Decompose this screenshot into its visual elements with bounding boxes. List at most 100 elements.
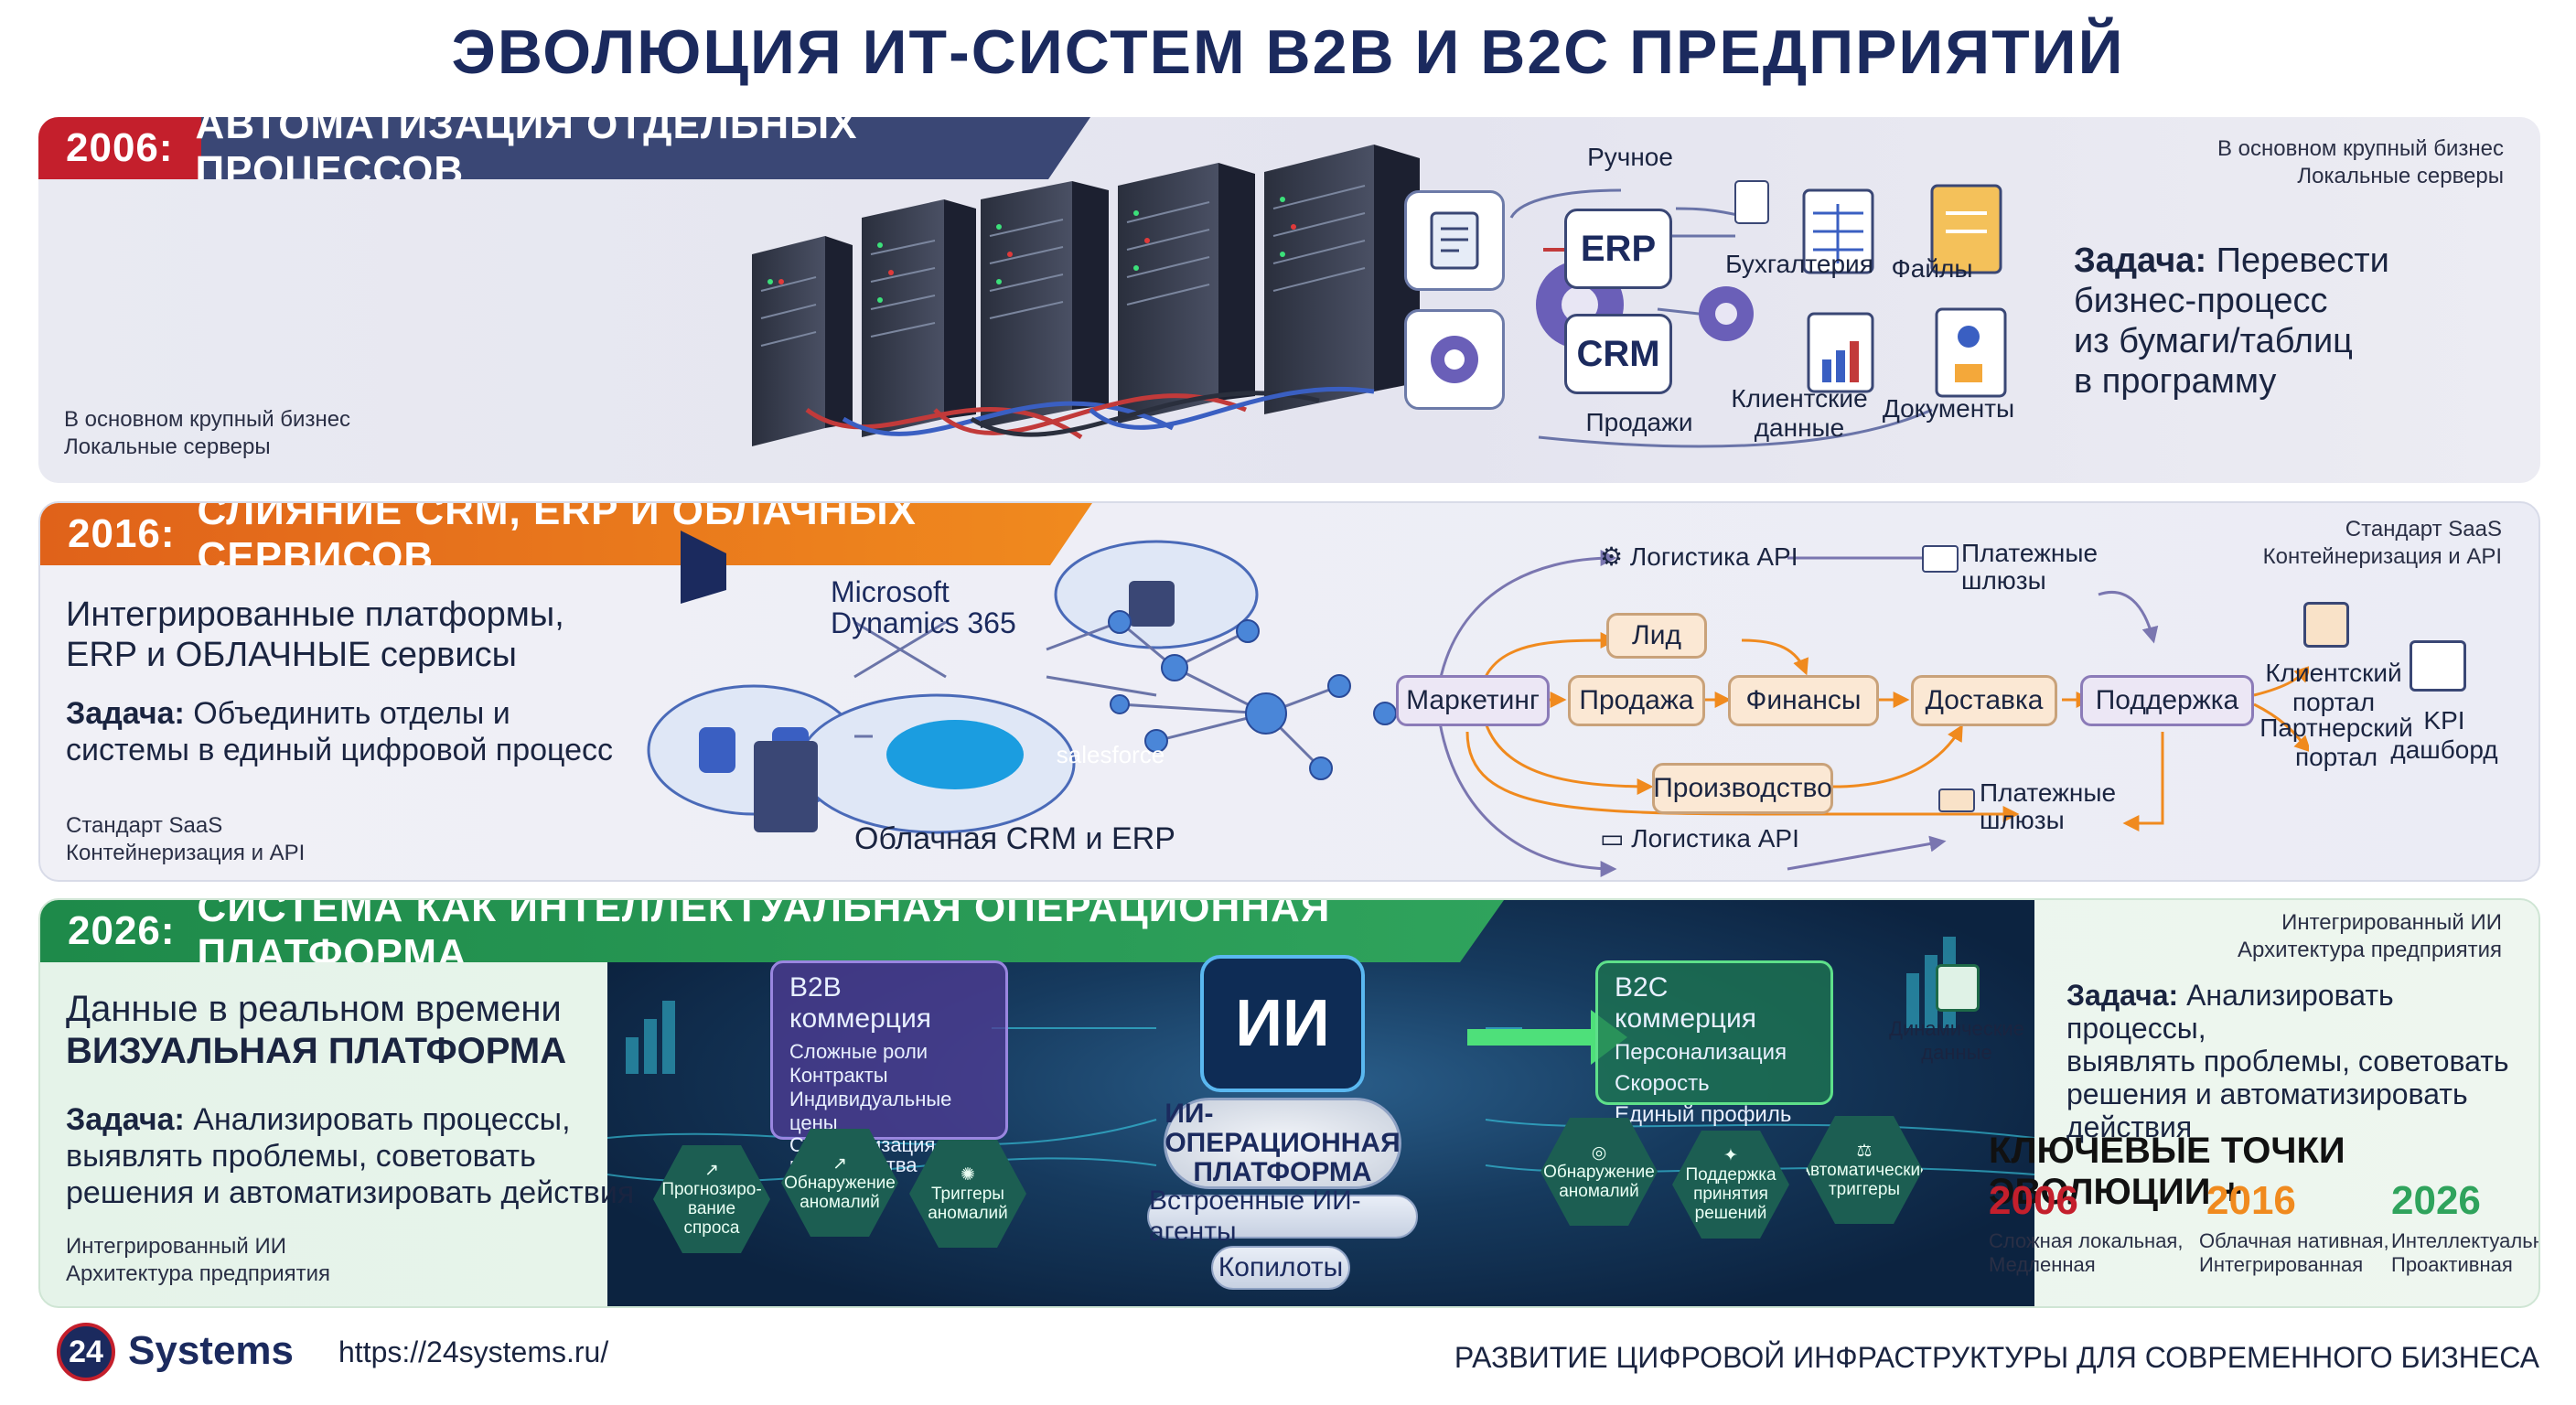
kp-line: Облачная нативная, [2199,1229,2389,1252]
partner-portal-label: Партнерский портал [2245,713,2428,772]
note-line: Контейнеризация и API [2262,544,2502,569]
hex-line: аномалий [1559,1181,1639,1201]
portal-line: портал [2292,688,2376,716]
task-line: Анализировать процессы, [193,1102,571,1137]
note-line: Интегрированный ИИ [66,1234,286,1259]
process-diagram-2006 [1509,180,2007,448]
note-line: Стандарт SaaS [2345,517,2502,542]
hex-line: Обнаружение [784,1173,896,1193]
payment-card-icon [1938,788,1975,812]
payments-line: шлюзы [1980,806,2065,834]
flow-delivery: Доставка [1911,675,2057,726]
hex-line: аномалий [800,1192,880,1212]
b2b-box: B2B коммерция Сложные роли Контракты Инд… [770,960,1008,1175]
task-label: Задача: [66,696,185,731]
hex-line: Обнаружение [1543,1162,1655,1182]
footer-tagline: РАЗВИТИЕ ЦИФРОВОЙ ИНФРАСТРУКТУРЫ ДЛЯ СОВ… [1454,1341,2539,1374]
kpi-line: KPI [2423,706,2465,735]
hex-anomaly-detection-right: ◎ Обнаружение аномалий [1540,1118,1658,1226]
banner-year: 2006: [66,125,174,170]
banner-2026: 2026: СИСТЕМА КАК ИНТЕЛЛЕКТУАЛЬНАЯ ОПЕРА… [40,900,1504,962]
kp-line: Медленная [1989,1253,2096,1276]
logistics-bottom: ▭ Логистика API [1600,823,1799,853]
flow-marketing: Маркетинг [1396,675,1550,726]
platforms-line: ERP и ОБЛАЧНЫЕ сервисы [66,636,517,674]
client-data-line: данные [1754,413,1845,442]
hex-line: триггеры [1828,1179,1901,1199]
platform-line: ИИ-ОПЕРАЦИОННАЯ [1165,1099,1401,1158]
kp-line: Интегрированная [2199,1253,2364,1276]
network-node-icon [1108,610,1397,780]
payments-line: Платежные [1961,539,2098,567]
section-2016: 2016: СЛИЯНИЕ CRM, ERP И ОБЛАЧНЫХ СЕРВИС… [38,501,2540,882]
task-label: Задача: [2066,979,2179,1012]
hex-line: принятия [1693,1185,1768,1204]
ai-chip-icon: ИИ [1200,955,1365,1092]
key-points-title: КЛЮЧЕВЫЕ ТОЧКИ ЭВОЛЮЦИИ + [1989,1131,2345,1212]
task-line: действия [2066,1110,2193,1143]
flow-support: Поддержка [2080,675,2254,726]
kp-desc-2016: Облачная нативная, Интегрированная [2199,1229,2389,1277]
kp-year-2006: 2006 [1989,1178,2078,1223]
platforms-line: Интегрированные платформы, [66,595,564,634]
task-label: Задача: [2074,241,2207,280]
server-rack-icon [752,145,1420,446]
task-line: решения и автоматизировать действия [66,1175,635,1210]
b2c-item: Скорость [1615,1071,1710,1096]
hex-decision-support: ✦ Поддержка принятия решений [1672,1131,1789,1239]
platforms-text: Интегрированные платформы, ERP и ОБЛАЧНЫ… [66,595,564,675]
document-icon [1404,190,1505,291]
b2b-item: Индивидуальные цены [789,1088,952,1134]
footer-url-link[interactable]: https://24systems.ru/ [338,1335,609,1368]
logistics-top-label: Логистика API [1629,542,1798,571]
server-racks-illustration [752,145,1420,446]
banner-year: 2016: [68,511,176,556]
portal-line: Партнерский [2259,713,2413,742]
scales-icon: ⚖ [1856,1141,1873,1161]
payments-line: Платежные [1980,778,2117,807]
agents-pill: Встроенные ИИ-агенты [1147,1185,1418,1247]
realtime-line: Данные в реальном времени [66,989,562,1029]
hex-line: Автоматические [1798,1160,1930,1180]
kp-line: Интеллектуальная, [2391,1229,2538,1252]
note-line: Контейнеризация и API [66,841,306,865]
task-label: Задача: [66,1102,185,1137]
note-line: Локальные серверы [64,434,271,459]
note-left-2016: Стандарт SaaS Контейнеризация и API [66,812,305,867]
client-data-line: Клиентские [1731,384,1868,413]
trend-up-icon: ↗ [832,1153,847,1174]
documents-label: Документы [1882,394,2015,423]
task-line: из бумаги/таблиц [2074,322,2353,360]
b2c-item: Единый профиль [1615,1102,1792,1127]
database-icon [699,581,1175,832]
note-left-2006: В основном крупный бизнес Локальные серв… [64,406,350,461]
task-line: бизнес-процесс [2074,282,2328,320]
task-2026-left: Задача: Анализировать процессы, выявлять… [66,1101,634,1211]
client-portal-label: Клиентский портал [2256,659,2411,717]
note-line: Стандарт SaaS [66,813,223,838]
flow-sale: Продажа [1568,675,1705,726]
portal-line: портал [2294,743,2378,771]
truck-icon: ▭ [1600,824,1632,853]
ms-dynamics-label: Microsoft Dynamics 365 [831,576,1016,638]
accounting-label: Бухгалтерия [1725,250,1873,278]
payments-line: шлюзы [1961,566,2046,595]
files-icon [1930,184,2002,274]
files-label: Файлы [1891,254,1973,283]
task-line: выявлять проблемы, советовать [66,1139,536,1174]
task-line: Перевести [2216,241,2389,280]
b2b-item: Контракты [789,1064,888,1087]
gear-icon: ⚙ [1600,542,1630,571]
chart-document-icon [1807,312,1874,393]
task-line: решения и автоматизировать [2066,1078,2468,1110]
hex-line: вание [687,1199,736,1218]
cloud-label: Облачная CRM и ERP [854,821,1175,856]
salesforce-badge [886,720,1024,789]
kp-line: Проактивная [2391,1253,2513,1276]
b2b-title: B2B коммерция [789,972,931,1034]
hex-line: спроса [683,1218,740,1238]
flow-lead: Лид [1606,613,1707,659]
kp-year-2016: 2016 [2206,1178,2296,1223]
salesforce-label: salesforce [1056,741,1165,768]
documents-icon [1935,307,2007,398]
